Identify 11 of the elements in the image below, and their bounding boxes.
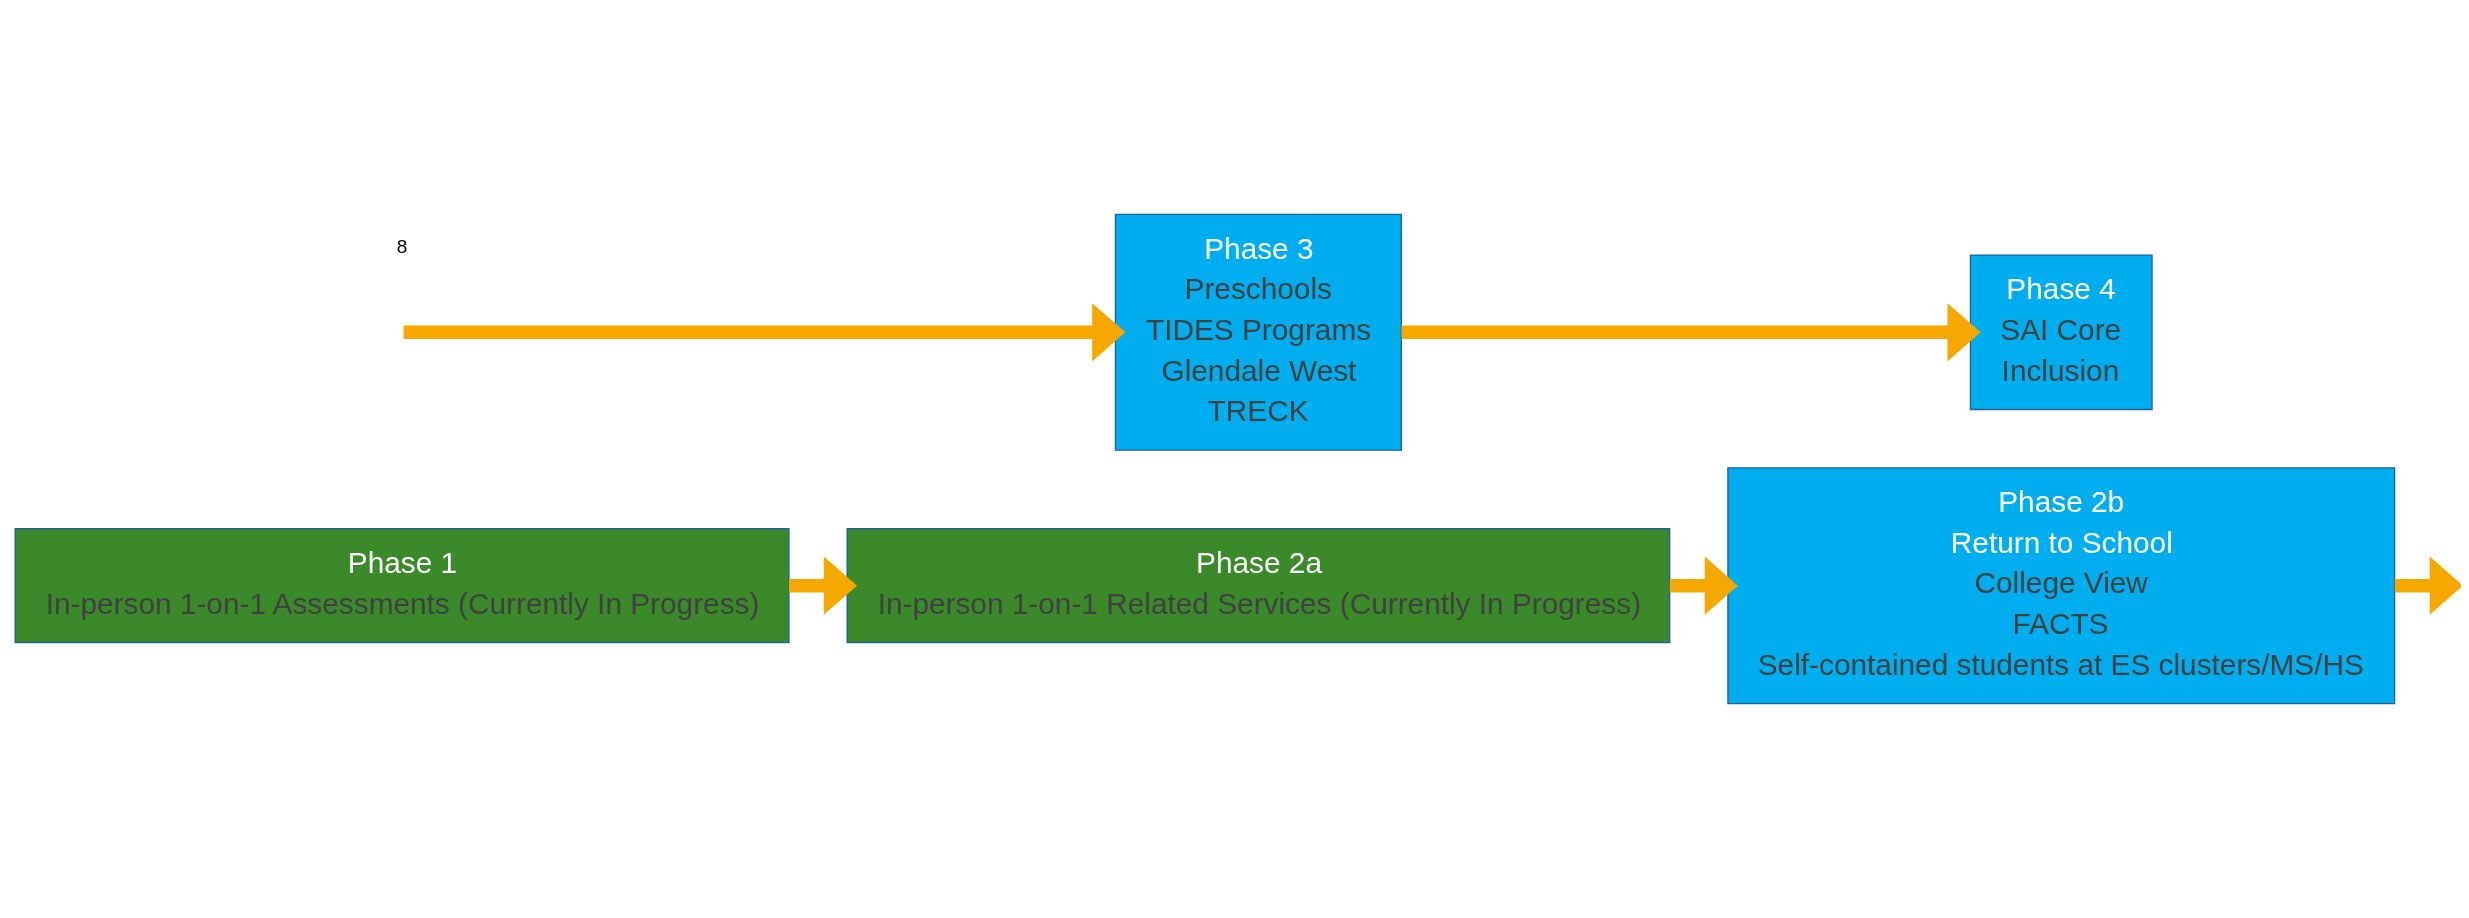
arrow: [1669, 556, 1738, 615]
node-box: Phase 4 SAI Core Inclusion: [1969, 254, 2153, 411]
node-box: Phase 2a In-person 1-on-1 Related Services (Currently In Progress): [846, 528, 1671, 644]
node-box: Phase 2b Return to School College View FACTS Self-contained students at ES clusters/MS/HS: [1727, 467, 2396, 705]
arrow: [789, 556, 858, 615]
label: 8: [396, 236, 408, 258]
node-box: Phase 1 In-person 1-on-1 Assessments (Currently In Progress): [14, 528, 790, 644]
arrow: [1401, 303, 1981, 362]
arrow: [403, 303, 1126, 362]
arrow: [2394, 556, 2461, 615]
node-box: Phase 3 Preschools TIDES Programs Glendale West TRECK: [1114, 213, 1403, 451]
